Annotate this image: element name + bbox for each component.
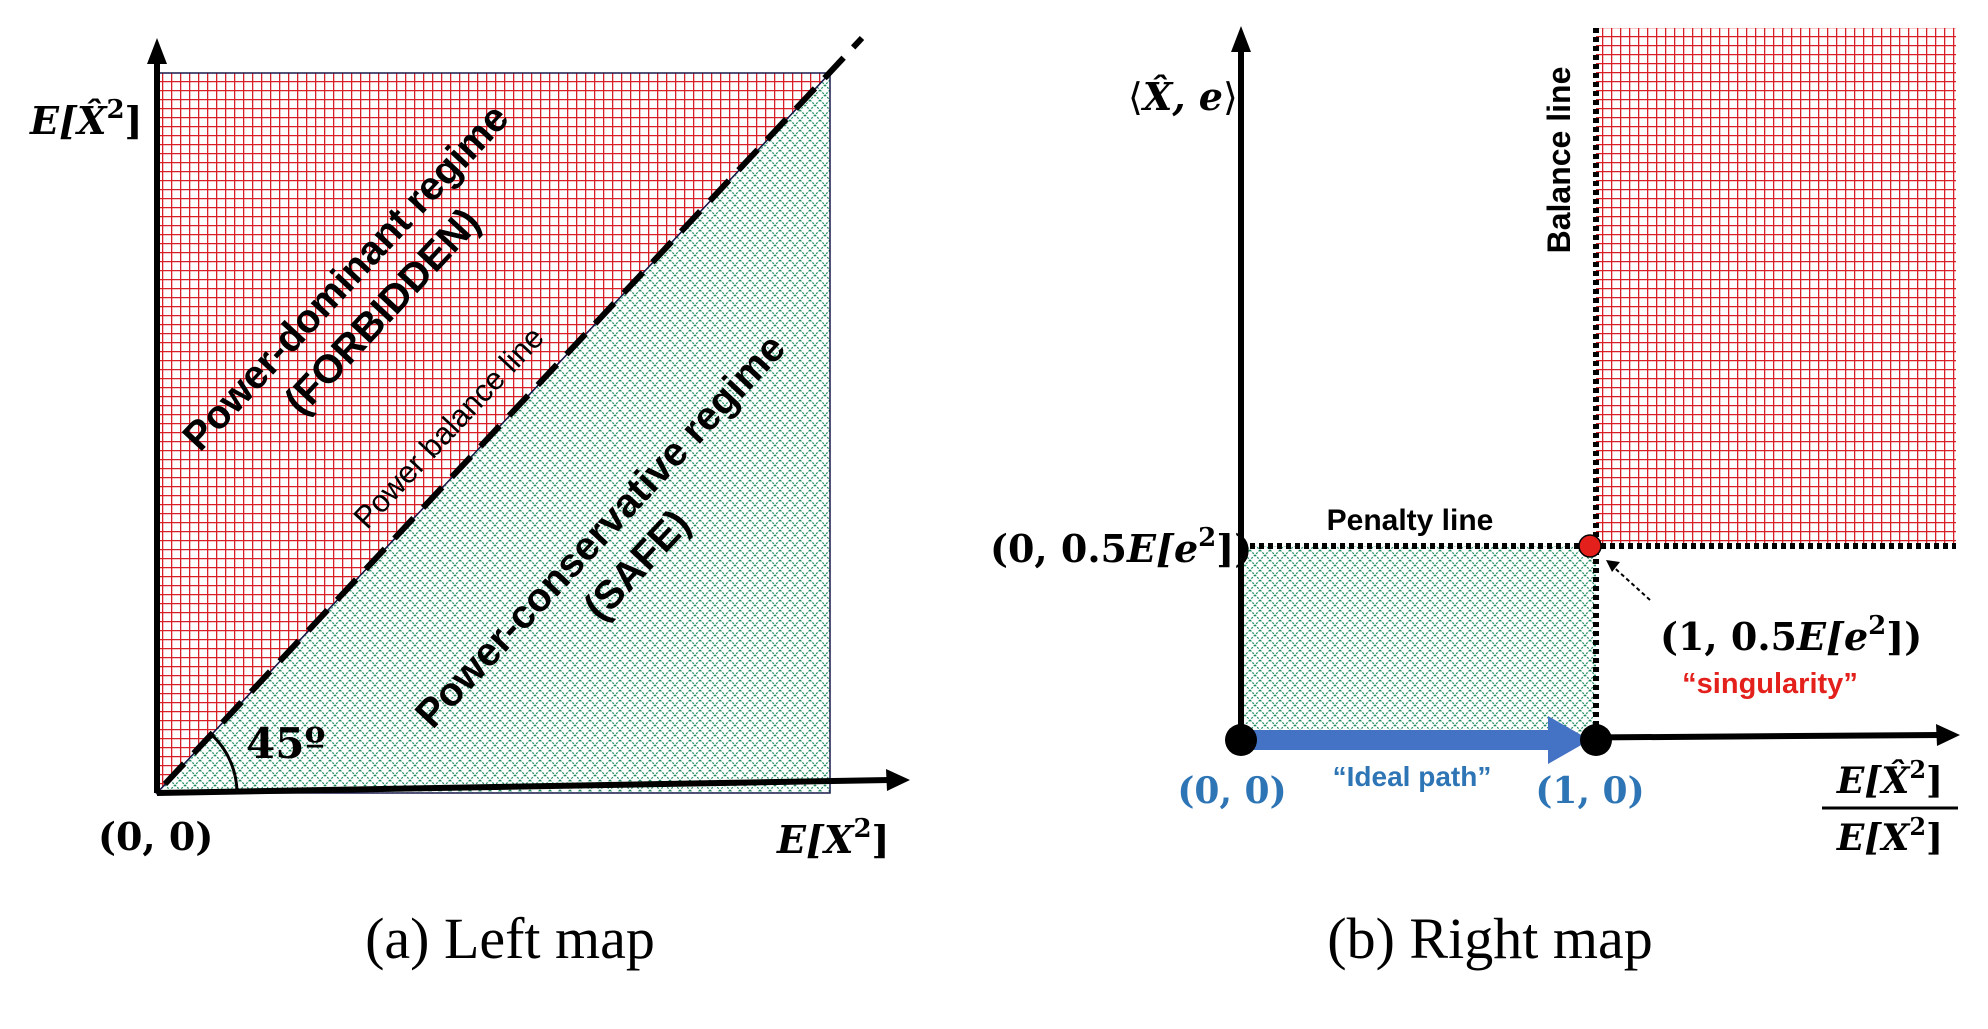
singularity-pointer-head [1606, 560, 1620, 572]
singularity-label: “singularity” [1682, 668, 1858, 700]
singularity-pointer [1607, 561, 1651, 601]
angle-label: 45º [246, 719, 325, 768]
balance-line-label-group: Balance line [1541, 67, 1577, 254]
safe-region-right [1241, 546, 1596, 742]
right-map: ⟨X̂, e⟩ Balance line Penalty line (0, 0.… [990, 26, 1960, 971]
penalty-point-label: (0, 0.5E[e2]) [990, 523, 1252, 571]
power-balance-line [162, 35, 865, 787]
singular-point-label: (1, 0.5E[e2]) [1660, 611, 1922, 659]
ideal-path-arrowhead [1548, 716, 1590, 764]
singularity-point [1578, 534, 1602, 558]
left-origin-label: (0, 0) [98, 814, 213, 859]
right-origin-label: (0, 0) [1177, 770, 1286, 812]
forbidden-region-right [1596, 28, 1956, 546]
right-y-axis-arrowhead [1231, 26, 1251, 52]
left-y-axis-label: E[X̂2] [29, 95, 143, 143]
left-y-axis-arrowhead [147, 38, 167, 64]
penalty-line-label: Penalty line [1327, 504, 1494, 537]
left-x-axis-arrowhead [886, 769, 910, 791]
right-x-axis-arrowhead [1936, 724, 1960, 746]
ideal-path-label: “Ideal path” [1333, 761, 1492, 792]
unit-point [1580, 724, 1612, 756]
left-map-caption: (a) Left map [365, 906, 655, 971]
right-y-axis-label: ⟨X̂, e⟩ [1128, 74, 1238, 119]
right-map-caption: (b) Right map [1327, 906, 1652, 971]
left-map: 45º Power-dominant regime (FORBIDDEN) Po… [29, 35, 910, 971]
right-x-axis-denominator: E[X2] [1836, 812, 1943, 859]
left-x-axis-label: E[X2] [776, 814, 890, 862]
angle-arc [210, 733, 239, 794]
left-x-axis [156, 777, 891, 796]
unit-point-label: (1, 0) [1535, 770, 1644, 812]
balance-line-label: Balance line [1541, 67, 1577, 254]
right-x-axis-numerator: E[X̂2] [1836, 755, 1943, 802]
origin-point [1225, 724, 1257, 756]
